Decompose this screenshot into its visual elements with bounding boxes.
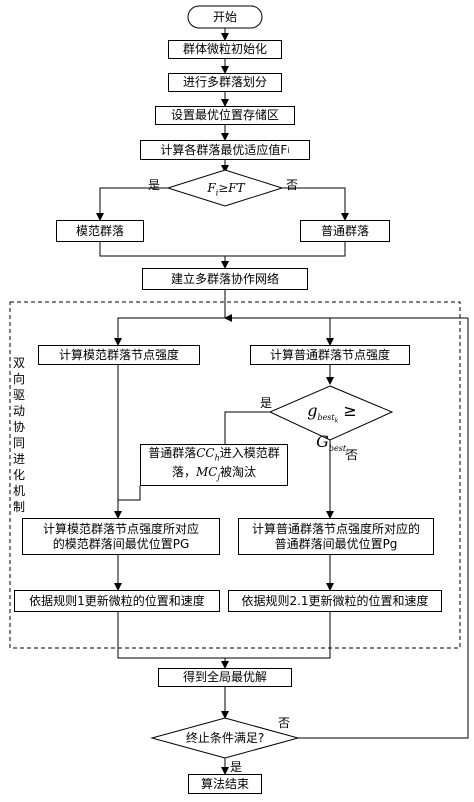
replace-line2: 落，MCj被淘汰 — [172, 465, 256, 482]
no-label-2: 否 — [346, 448, 359, 462]
replace-box: 普通群落CCh进入模范群 落，MCj被淘汰 — [140, 444, 288, 486]
cond2-g: g — [307, 401, 318, 420]
calc-fitness-sub: i — [287, 145, 290, 155]
cond2-g-subsub: k — [334, 417, 339, 425]
store-box: 设置最优位置存储区 — [155, 106, 295, 125]
normal-community-box: 普通群落 — [300, 220, 390, 242]
yes-label-2: 是 — [260, 396, 273, 410]
decision-termination: 终止条件满足? — [185, 731, 265, 745]
decision-gbest-compare: gbestk ≥ Gbestj — [290, 401, 374, 463]
model-community-box: 模范群落 — [56, 220, 144, 242]
replace-line1: 普通群落CCh进入模范群 — [148, 445, 280, 462]
cond1-rest: ≥FT — [218, 181, 245, 195]
yes-label-1: 是 — [148, 178, 161, 192]
no-label-3: 否 — [278, 716, 291, 730]
cond2-g-sub: best — [317, 413, 335, 423]
no-label-1: 否 — [286, 178, 299, 192]
cond2-G-subsub: j — [346, 448, 348, 456]
normal-strength-box: 计算普通群落节点强度 — [250, 345, 410, 365]
divide-box: 进行多群落划分 — [168, 73, 282, 92]
cond2-G-sub: best — [328, 443, 347, 453]
calc-fitness-label: 计算各群落最优适应值F — [160, 142, 288, 157]
cond1-F: F — [207, 181, 216, 195]
update-normal-box: 依据规则2.1更新微粒的位置和速度 — [228, 590, 442, 612]
normal-best-box: 计算普通群落节点强度所对应的 普通群落间最优位置Pg — [238, 518, 434, 555]
start-node: 开始 — [212, 10, 237, 24]
cond2-ge: ≥ — [343, 401, 357, 420]
cond2-G: G — [316, 431, 329, 451]
end-box: 算法结束 — [188, 774, 262, 794]
global-best-box: 得到全局最优解 — [158, 668, 292, 687]
model-strength-box: 计算模范群落节点强度 — [38, 345, 200, 365]
yes-label-3: 是 — [230, 760, 243, 774]
model-best-box: 计算模范群落节点强度所对应 的模范群落间最优位置PG — [22, 518, 220, 555]
cond1-sub: i — [215, 188, 219, 198]
network-box: 建立多群落协作网络 — [142, 268, 308, 290]
mechanism-label: 双 向 驱 动 协 同 进 化 机 制 — [12, 356, 25, 514]
init-box: 群体微粒初始化 — [168, 40, 282, 59]
update-model-box: 依据规则1更新微粒的位置和速度 — [14, 590, 220, 612]
decision-fitness-threshold: Fi≥FT — [200, 181, 252, 200]
